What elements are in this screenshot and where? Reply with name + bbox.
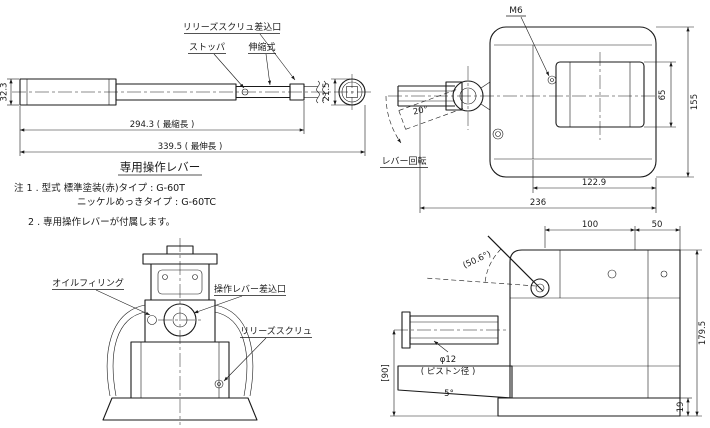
leader-line — [265, 53, 272, 86]
base-plate — [102, 397, 258, 421]
lever-stopper-pin — [241, 88, 249, 96]
top-view: 20° レバー回転 M6 155 65 122.9 236 — [380, 6, 700, 213]
leader-line — [95, 289, 151, 316]
label-release-screw-port: リリーズスクリュ差込口 — [183, 21, 282, 33]
dim-overall-depth: 155 — [690, 94, 700, 110]
label-m6: M6 — [509, 6, 523, 16]
handle-right — [214, 304, 254, 397]
label-release-screw: リリーズスクリュ — [240, 325, 312, 337]
leader-line — [259, 33, 296, 81]
lever-swing-arc — [484, 248, 502, 284]
note-line-2: ニッケルめっきタイプ : G-60TC — [77, 197, 216, 208]
side-base-plate — [497, 397, 681, 417]
note-line-3: 2 . 専用操作レバーが付属します。 — [28, 216, 175, 228]
release-screw-head — [214, 379, 224, 389]
dim-max-length: 339.5 ( 最伸長 ) — [158, 141, 223, 152]
dim-base-height: 19 — [676, 402, 686, 413]
dim-toe-height: [90] — [381, 364, 391, 381]
leader-line — [223, 337, 267, 382]
jack-body-outline — [489, 26, 657, 178]
pump-pivot — [530, 278, 550, 298]
dim-top-offset: 50 — [652, 220, 663, 230]
label-stopper: ストッパ — [189, 42, 225, 53]
dim-toe-angle: 5° — [444, 389, 454, 399]
break-line — [322, 80, 326, 104]
m6-bolt — [547, 75, 557, 85]
label-oil-filling: オイルフィリング — [52, 277, 124, 289]
leader-line — [433, 340, 449, 353]
dim-top-width: 100 — [582, 220, 598, 230]
label-lever-rotation: レバー回転 — [381, 156, 426, 167]
cylinder-block — [555, 61, 645, 128]
dim-overall-height: 179.5 — [698, 321, 708, 345]
lever-view: 32.3 294.3 ( 最縮長 ) 339.5 ( 最伸長 ) 21.5 リリ… — [0, 21, 374, 176]
dim-offset: 122.9 — [582, 178, 606, 188]
dim-overall-width: 236 — [530, 198, 546, 208]
handle-left — [106, 304, 146, 397]
label-telescopic: 伸縮式 — [248, 41, 275, 53]
oil-plug — [147, 315, 157, 325]
dim-lever-angle: (50.6°) — [462, 249, 493, 271]
lever-view-caption: 専用操作レバー — [120, 160, 201, 174]
lever-alt-position — [424, 277, 537, 287]
dim-tip-width: 21.5 — [322, 83, 332, 102]
rotation-arc — [385, 95, 402, 144]
notes-block: 注 1 . 型式 標準塗装(赤)タイプ : G-60T ニッケルめっきタイプ :… — [14, 182, 216, 228]
lever-socket-arm — [397, 81, 463, 111]
note-line-1: 注 1 . 型式 標準塗装(赤)タイプ : G-60T — [14, 182, 185, 194]
break-line — [316, 80, 320, 104]
dim-min-length: 294.3 ( 最縮長 ) — [130, 119, 195, 130]
dim-piston-note: ( ピストン径 ) — [421, 366, 476, 377]
lever-socket-arm-rotated — [398, 89, 465, 130]
side-body-outline — [509, 249, 681, 399]
label-rotation-angle: 20° — [412, 105, 429, 118]
leader-line — [213, 53, 245, 89]
side-view: 5° φ12 ( ピストン径 ) (50.6°) [90] 100 50 — [381, 220, 708, 417]
dim-grip-height: 32.3 — [0, 83, 10, 102]
leader-line — [193, 295, 243, 314]
label-lever-socket: 操作レバー差込口 — [214, 283, 286, 295]
dim-body-depth: 65 — [658, 90, 668, 101]
dim-piston-dia: φ12 — [440, 355, 456, 365]
leader-line — [520, 16, 550, 77]
front-view: オイルフィリング 操作レバー差込口 リリーズスクリュ — [52, 238, 312, 425]
lever-pivot — [452, 80, 484, 112]
valve-detail — [492, 128, 504, 140]
lever-end-fitting — [289, 83, 305, 101]
